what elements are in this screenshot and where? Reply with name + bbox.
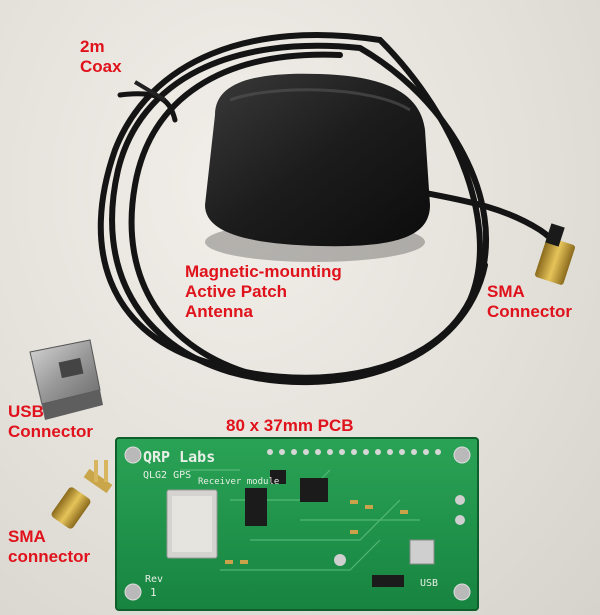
pcb-model-text: QLG2 GPS [143, 470, 191, 481]
label-coax: 2m Coax [80, 37, 122, 76]
label-usb-connector: USB Connector [8, 402, 93, 441]
cable-tie [133, 80, 167, 102]
pcb-subtitle-text: Receiver module [198, 477, 279, 487]
label-antenna: Magnetic-mounting Active Patch Antenna [185, 262, 342, 321]
label-sma-connector-loose: SMA connector [8, 527, 91, 566]
sma-connector-loose-part [51, 460, 113, 529]
label-pcb: 80 x 37mm PCB [226, 416, 354, 435]
pcb-rev-number: 1 [150, 586, 157, 599]
pcb-usb-text: USB [420, 578, 438, 589]
pcb-rev-text: Rev [145, 574, 163, 585]
label-sma-connector-cable: SMA Connector [487, 282, 572, 321]
pcb-brand-text: QRP Labs [143, 448, 215, 466]
usb-connector-part [29, 339, 103, 420]
patch-antenna [205, 73, 430, 262]
gps-pcb: QRP Labs QLG2 GPS Receiver module Rev 1 … [115, 437, 479, 611]
sma-connector-cable-end [535, 223, 575, 285]
